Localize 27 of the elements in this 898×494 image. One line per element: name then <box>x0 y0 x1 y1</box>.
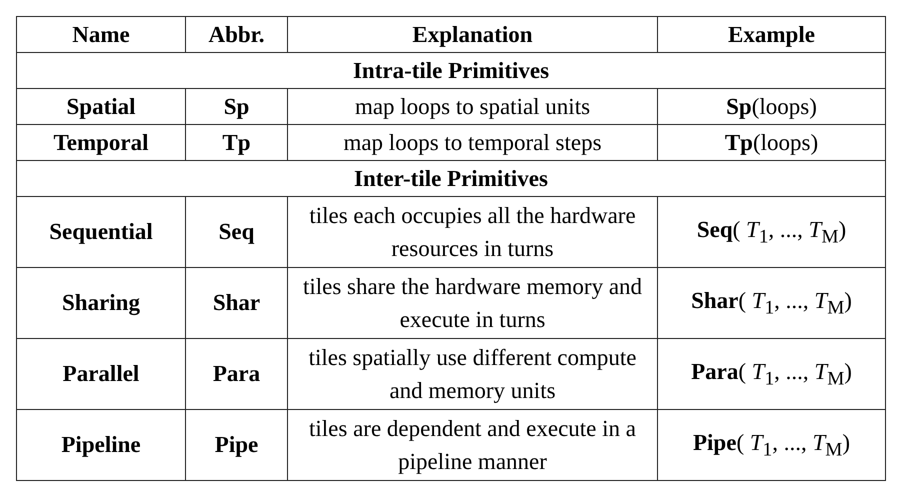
table-cell: Temporal <box>16 124 186 160</box>
table-cell: Sp(loops) <box>658 88 886 124</box>
table-cell: Parallel <box>16 338 186 410</box>
table-cell: Seq <box>186 196 288 268</box>
table-cell: tiles are dependent and execute in a pipeline manner <box>288 410 658 480</box>
header-cell: Explanation <box>288 16 658 52</box>
table-cell: Tp <box>186 124 288 160</box>
table-cell: Pipe <box>186 410 288 480</box>
section-heading: Intra-tile Primitives <box>16 52 886 88</box>
table-cell: Para <box>186 338 288 410</box>
table-cell: Pipeline <box>16 410 186 480</box>
header-cell: Name <box>16 16 186 52</box>
table-cell: Shar <box>186 268 288 338</box>
table-cell: Tp(loops) <box>658 124 886 160</box>
table-cell: Sp <box>186 88 288 124</box>
table-cell: map loops to temporal steps <box>288 124 658 160</box>
section-heading: Inter-tile Primitives <box>16 160 886 196</box>
table-cell: map loops to spatial units <box>288 88 658 124</box>
table-cell: Sequential <box>16 196 186 268</box>
table-cell: Pipe( T$_{1}$, ..., T$_{M}$) <box>658 410 886 480</box>
table-cell: Para( T$_{1}$, ..., T$_{M}$) <box>658 338 886 410</box>
table-cell: Spatial <box>16 88 186 124</box>
header-cell: Abbr. <box>186 16 288 52</box>
table-cell: Sharing <box>16 268 186 338</box>
header-cell: Example <box>658 16 886 52</box>
table-cell: Seq( T$_{1}$, ..., T$_{M}$) <box>658 196 886 268</box>
table-cell: Shar( T$_{1}$, ..., T$_{M}$) <box>658 268 886 338</box>
